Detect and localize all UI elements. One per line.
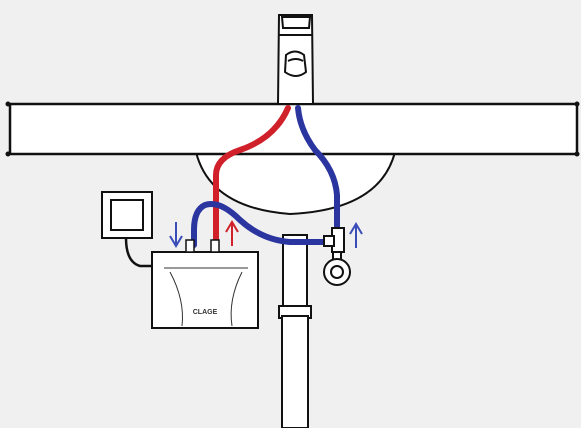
- cold-inlet-arrow: [169, 222, 183, 248]
- sink-basin: [194, 151, 397, 216]
- heater-brand-label: CLAGE: [193, 309, 218, 316]
- drain-pipe: [278, 234, 312, 428]
- cold-water-pipe-heater: [191, 201, 335, 248]
- wall-switch-icon: [101, 191, 153, 239]
- countertop: [5, 101, 580, 157]
- faucet-icon: [276, 14, 315, 105]
- instant-water-heater-icon: CLAGE: [151, 239, 259, 329]
- angle-valve-icon: [323, 227, 351, 286]
- hot-outlet-arrow: [225, 220, 239, 246]
- power-cable: [124, 237, 153, 268]
- cold-water-pipe-faucet: [295, 105, 340, 241]
- supply-arrow: [349, 222, 363, 248]
- hot-water-pipe: [213, 105, 291, 248]
